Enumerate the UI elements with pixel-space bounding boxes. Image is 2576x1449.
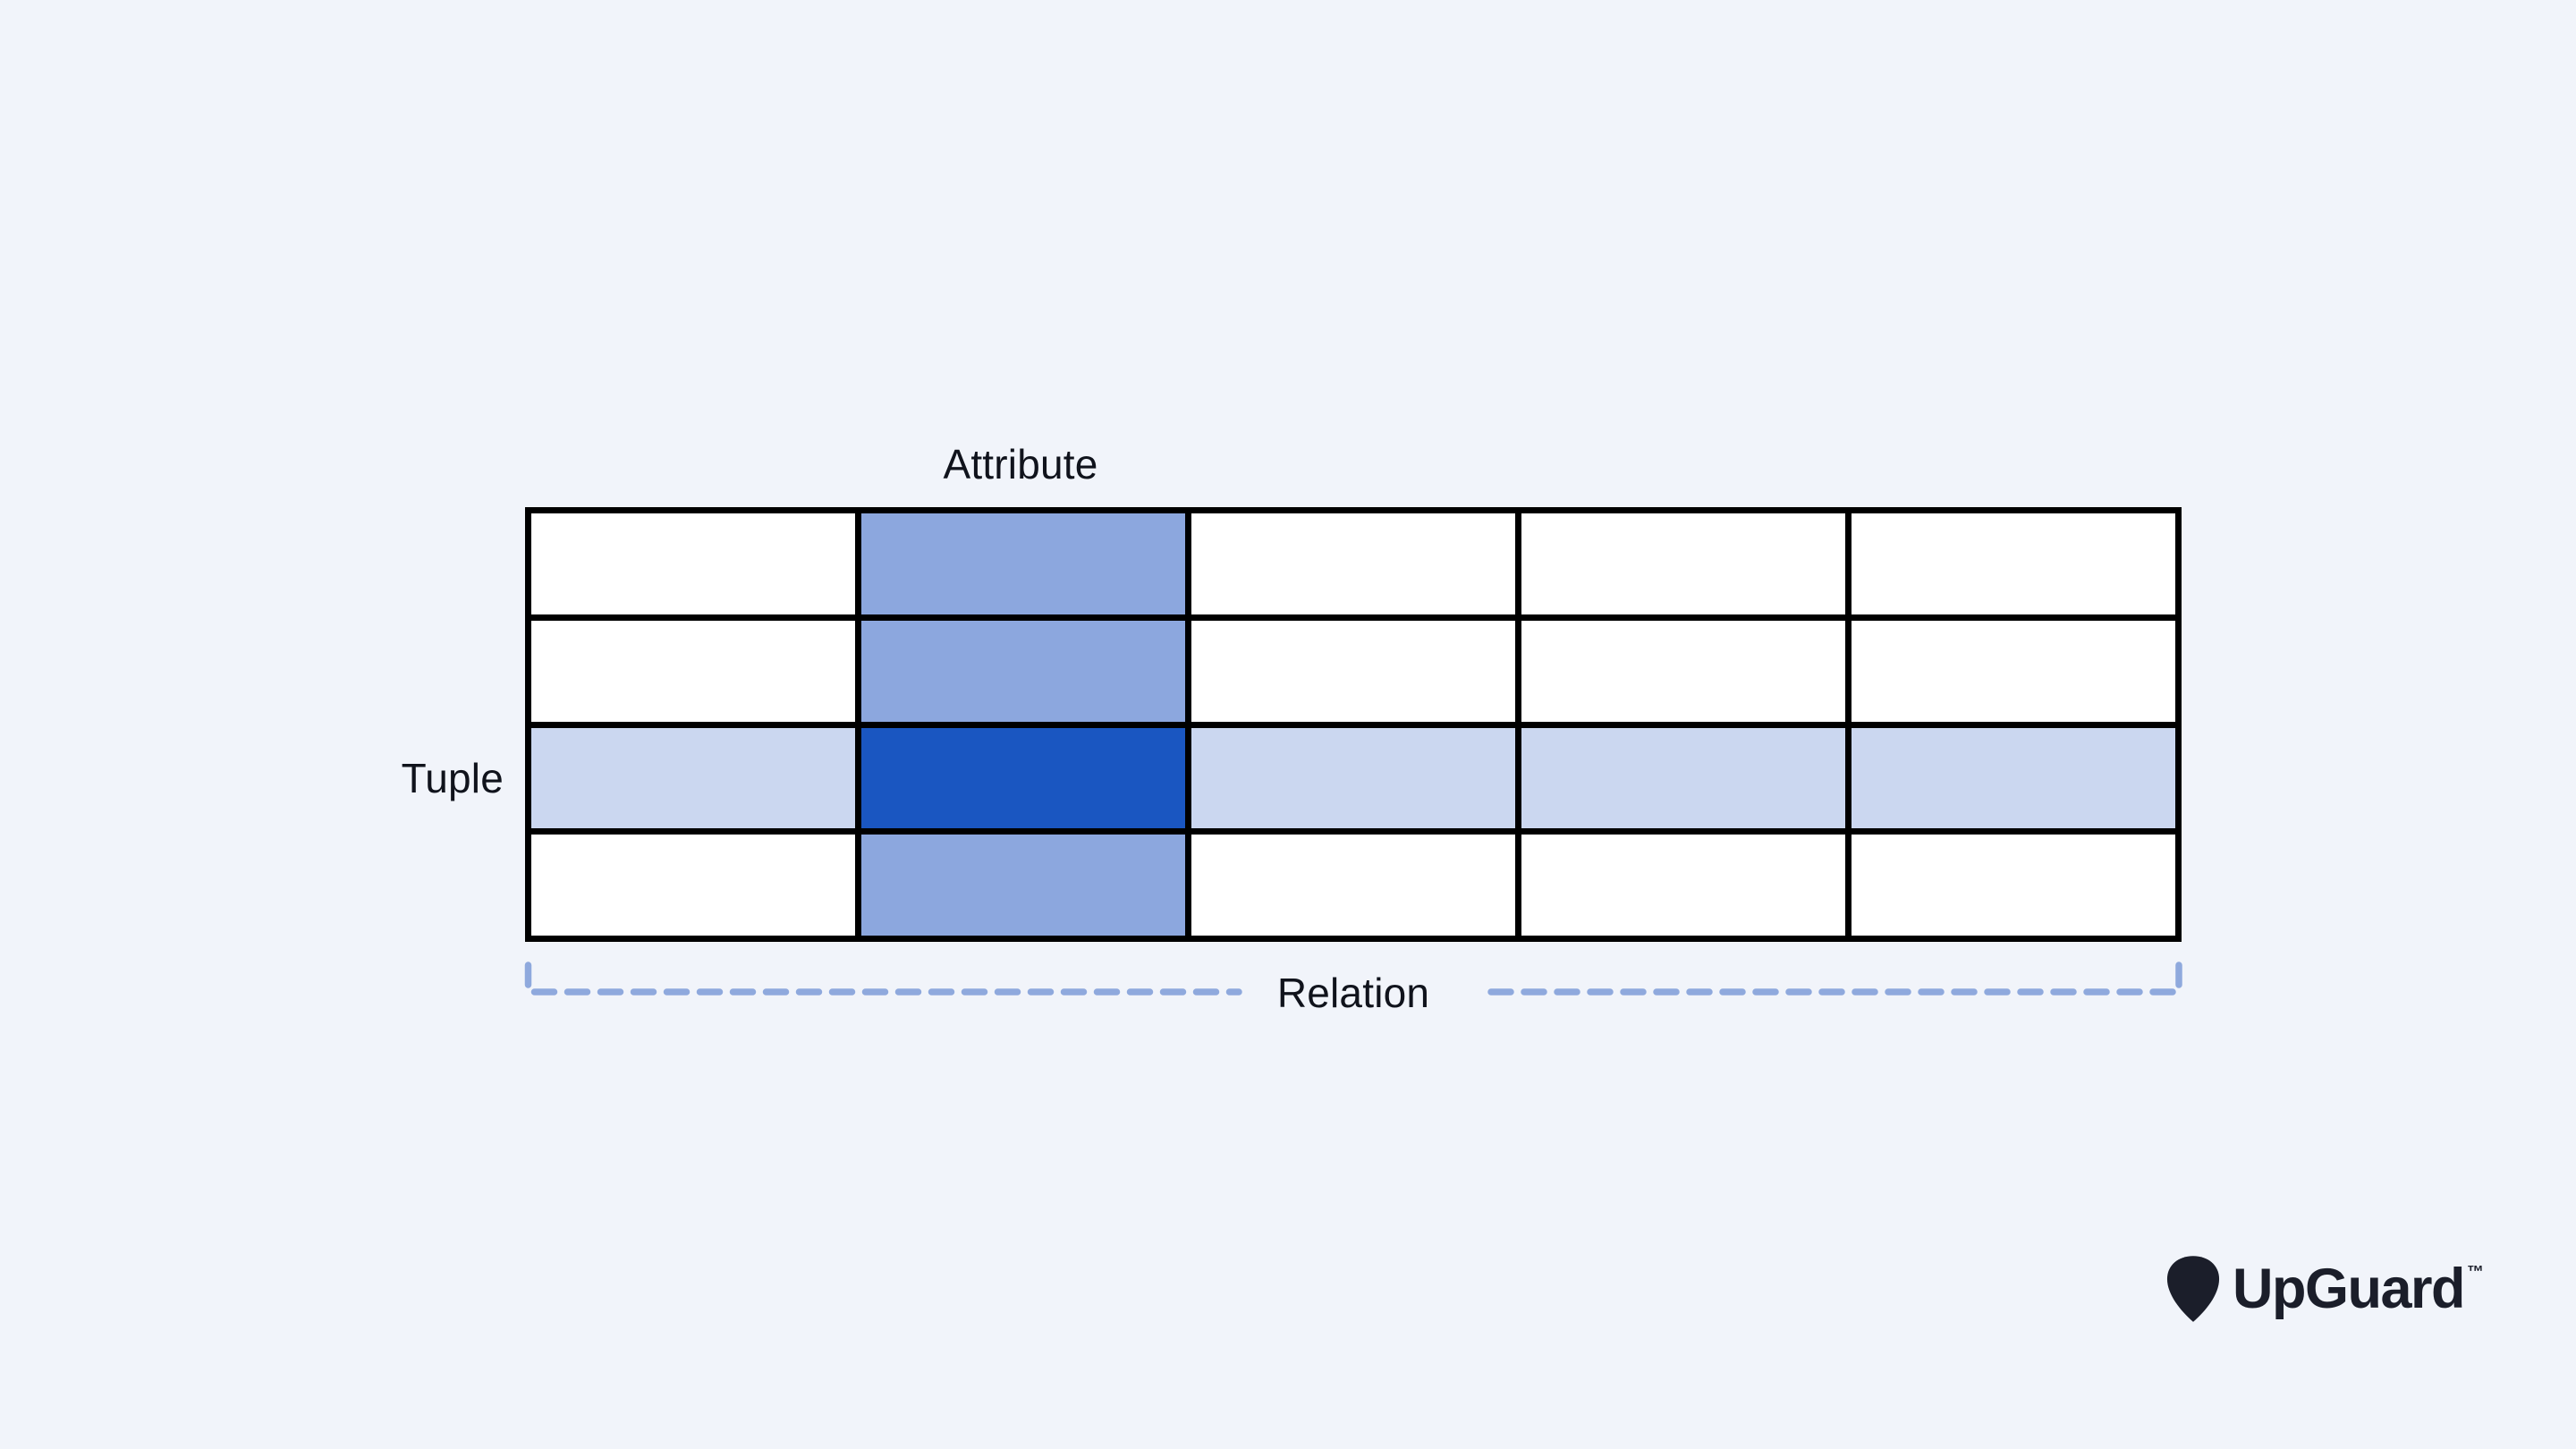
relation-extent-bracket	[524, 962, 2182, 996]
tuple-label: Tuple	[401, 755, 504, 801]
grid-cell	[1852, 513, 2175, 614]
grid-cell	[1521, 513, 1845, 614]
relation-table	[525, 507, 2182, 942]
upguard-logo: UpGuard ™	[2165, 1254, 2484, 1324]
attribute-label: Attribute	[943, 441, 1098, 487]
grid-cell	[531, 835, 855, 936]
grid-cell	[861, 620, 1185, 722]
grid-cell	[1521, 620, 1845, 722]
grid-cell	[861, 835, 1185, 936]
trademark-symbol: ™	[2467, 1263, 2485, 1282]
grid-cell	[531, 727, 855, 829]
grid-cell	[1852, 727, 2175, 829]
grid-cell	[531, 513, 855, 614]
grid-cell	[531, 620, 855, 722]
grid-cell	[861, 513, 1185, 614]
grid-cell	[1191, 513, 1515, 614]
bracket-right-segment	[1477, 962, 2182, 996]
grid-cell	[1191, 727, 1515, 829]
grid-cell	[1852, 835, 2175, 936]
grid-cell	[1521, 835, 1845, 936]
grid-cell	[1191, 835, 1515, 936]
grid-cell	[1521, 727, 1845, 829]
upguard-pick-icon	[2166, 1256, 2220, 1322]
bracket-left-segment	[524, 962, 1242, 996]
relation-label: Relation	[1276, 970, 1430, 1016]
upguard-wordmark: UpGuard	[2233, 1258, 2466, 1320]
grid-cell	[1191, 620, 1515, 722]
grid-cell	[1852, 620, 2175, 722]
grid-cell	[861, 727, 1185, 829]
